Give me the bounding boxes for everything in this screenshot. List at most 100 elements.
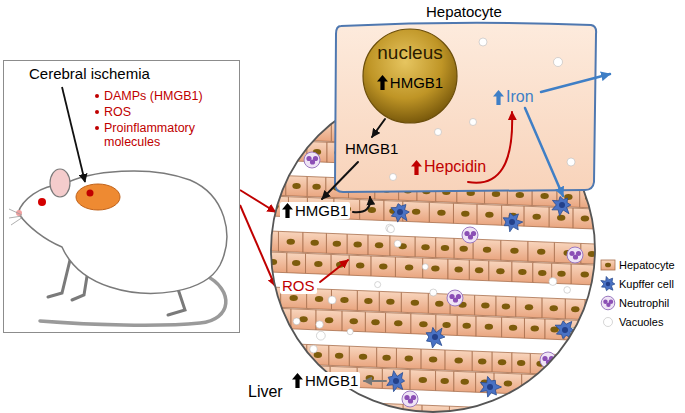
hepatocyte-tile: [489, 261, 512, 282]
hepatocyte-tile: [303, 232, 326, 253]
cell-nucleus: [292, 127, 300, 133]
hepatocyte-tile: [512, 262, 533, 283]
signal-arrow: [320, 260, 348, 282]
hepatocyte-tile: [347, 234, 368, 255]
nucleus-circle: nucleusHMGB1: [362, 28, 458, 124]
hepatocyte-tile: [395, 257, 422, 278]
cell-nucleus: [531, 326, 539, 332]
vacuole: [386, 224, 394, 232]
cell-nucleus: [442, 322, 450, 328]
signal-arrow: [322, 162, 358, 199]
cell-nucleus: [510, 248, 518, 254]
hepatocyte-tile: [262, 63, 289, 84]
cell-nucleus: [412, 209, 420, 215]
cell-nucleus: [268, 91, 276, 97]
vacuole: [430, 289, 437, 296]
bullet-dot: [95, 126, 99, 130]
up-arrow-shape: [493, 90, 504, 105]
hepatocyte-tile: [306, 253, 332, 274]
hepatocyte-tile: [429, 202, 453, 223]
ros-label: ROS: [282, 277, 315, 294]
cell-nucleus: [548, 382, 556, 388]
hepatocyte-tile: [310, 401, 338, 413]
hepatocyte-tile: [524, 318, 545, 339]
hepatocyte-tile: [597, 209, 624, 230]
protein-label-wrap: HMGB1: [290, 372, 360, 389]
cell-nucleus: [538, 270, 546, 276]
protein-label: HMGB1: [345, 140, 398, 157]
cell-nucleus: [429, 357, 437, 363]
hepatocyte-cell: HepatocyteHMGB1IronHepcidinnucleusHMGB1: [333, 22, 597, 192]
cell-nucleus: [325, 317, 333, 323]
cell-nucleus: [454, 358, 462, 364]
hepatocyte-tile: [542, 375, 562, 396]
hepatocyte-tile: [421, 349, 445, 370]
neutrophil-lobe: [576, 251, 581, 256]
vacuole: [328, 296, 336, 304]
cell-nucleus: [454, 267, 462, 273]
ros-label-wrap: ROS: [280, 277, 317, 294]
cell-nucleus: [314, 93, 322, 99]
hepatocyte-tile: [357, 367, 382, 388]
hepatocyte-tile: [477, 204, 502, 225]
kupffer-nucleus: [562, 327, 568, 333]
hepatocyte-tile: [445, 350, 472, 371]
neutrophil-cell: [402, 391, 418, 407]
cell-nucleus: [379, 264, 387, 270]
lesion-dot: [87, 190, 94, 197]
hepatocyte-tile: [542, 298, 565, 319]
hepatocyte-tile: [263, 364, 282, 385]
bullet-item-wrap: DAMPs (HMGB1): [104, 89, 203, 103]
protein-label: HMGB1: [295, 202, 348, 219]
hepatocyte-tile: [410, 370, 435, 391]
hepatocyte-tile: [401, 292, 428, 313]
up-arrow-icon: [292, 373, 303, 388]
cell-nucleus: [459, 246, 467, 252]
cell-nucleus: [598, 384, 606, 390]
cell-label-wrap: Hepatocyte: [426, 3, 502, 20]
cell-nucleus: [371, 319, 379, 325]
rat-figure: [9, 169, 227, 325]
cell-nucleus: [557, 215, 565, 221]
signal-arrow: [364, 380, 386, 382]
iron-label: Iron: [506, 88, 534, 106]
up-arrow-shape: [282, 203, 293, 218]
cell-nucleus: [292, 260, 300, 266]
cell-nucleus: [441, 245, 449, 251]
cell-nucleus: [485, 324, 493, 330]
hepatocyte-tile: [572, 411, 594, 413]
cell-nucleus: [269, 371, 277, 377]
cell-nucleus: [431, 266, 439, 272]
cell-nucleus: [265, 350, 273, 356]
hepatocyte-tile: [278, 231, 303, 252]
neutrophil-cell: [540, 352, 556, 368]
cell-nucleus: [502, 303, 510, 309]
cell-nucleus: [475, 267, 483, 273]
up-arrow-icon: [493, 90, 504, 105]
bullet-item: Proinflammatory molecules: [104, 121, 195, 149]
hepatocyte-tile: [307, 176, 326, 197]
hepatocyte-tile: [365, 312, 385, 333]
cell-nucleus: [435, 301, 443, 307]
hormone-label-wrap: Hepcidin: [411, 158, 486, 176]
vacuole: [387, 225, 394, 232]
cell-nucleus: [382, 355, 390, 361]
hepatocyte-tile: [473, 239, 501, 260]
cell-nucleus: [606, 196, 614, 202]
vacuole: [435, 129, 442, 136]
legend-icon: [600, 276, 616, 292]
cell-nucleus: [296, 71, 304, 77]
vacuole: [289, 157, 296, 164]
hepatocyte-tile: [291, 309, 316, 330]
vacuole: [347, 329, 353, 335]
cell-nucleus: [394, 320, 402, 326]
cell-nucleus: [319, 408, 327, 413]
cell-nucleus: [518, 269, 526, 275]
legend-icon: [600, 257, 616, 273]
cell-nucleus: [364, 298, 372, 304]
hepatocyte-tile: [553, 410, 572, 413]
cell-nucleus: [606, 217, 614, 223]
cell-nucleus: [419, 321, 427, 327]
kupffer-nucleus: [432, 334, 438, 340]
cell-nucleus: [367, 410, 375, 413]
